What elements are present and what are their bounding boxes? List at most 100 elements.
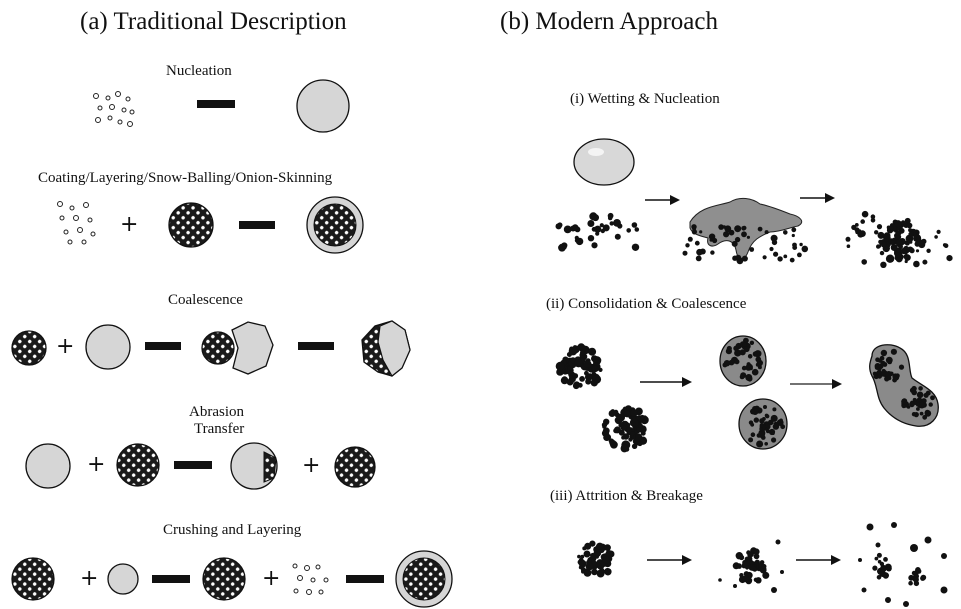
particle [900,220,906,225]
plus-sign: + [80,566,99,591]
particle [733,563,738,568]
particle [629,418,639,427]
plus-sign: + [302,453,321,478]
particle [851,224,857,230]
particle [773,421,779,427]
particle [926,248,931,253]
crushing-row [11,550,453,608]
particle [751,408,759,415]
particle [739,349,746,356]
loose-granule [601,405,649,453]
particle [755,356,762,363]
particle [771,239,778,246]
particle [750,422,755,427]
particle [696,248,703,256]
particle [572,373,579,379]
particle [583,360,592,369]
particle [876,244,881,249]
particle [915,402,921,407]
particle [741,365,747,371]
particle [691,229,698,235]
particle [631,443,638,449]
particle [885,371,892,378]
particle [861,587,867,593]
particle [759,560,765,565]
particle [579,376,585,382]
particle [883,557,888,562]
particle [885,564,891,570]
particle [577,554,581,559]
particle [875,542,881,548]
particle [580,554,585,559]
particle [906,222,913,229]
particle [845,236,851,242]
particle [614,233,621,240]
particle [878,239,883,245]
plus-sign: + [262,566,281,591]
particle [757,361,763,367]
particle [765,414,770,419]
particle [726,345,732,352]
particle [753,553,760,560]
granule [116,443,160,487]
particle [694,240,700,246]
particle [634,227,640,232]
particle [922,259,928,265]
particle [764,230,769,235]
granule [202,557,246,601]
particle [605,569,612,576]
abrasion-row [25,442,376,490]
particle [866,523,874,531]
attrition-label: (iii) Attrition & Breakage [550,488,703,504]
particle [773,251,779,257]
particle [924,536,932,544]
particle [923,392,929,398]
particle [799,242,803,247]
particle [872,565,878,571]
particle [783,254,788,259]
particle [909,401,915,408]
particle [609,439,616,447]
particle [596,569,605,578]
particle [607,215,613,221]
droplet [573,138,635,186]
powder-bed [682,224,809,265]
particle [946,255,953,262]
particle [638,424,643,429]
particle [916,239,924,246]
particle [577,382,583,388]
wet-granule [25,443,71,489]
particle [613,219,621,227]
coating-row [57,196,364,254]
particle [901,398,908,405]
particle [605,550,613,557]
particle [734,225,742,233]
particle [762,571,770,579]
particle [596,542,604,550]
particle [910,544,918,552]
particle [877,231,885,239]
plus-sign: + [87,452,106,477]
particle [942,243,947,247]
particle [695,255,702,262]
particle [881,566,887,572]
particle [563,225,572,234]
particle [603,434,611,441]
particle [601,422,608,428]
particle [936,229,941,234]
particle [890,244,898,251]
particle [589,540,596,547]
particle [626,406,632,412]
particle [621,435,626,440]
plus-sign: + [120,212,139,237]
particle [918,401,926,409]
granule [11,557,55,601]
particle [913,577,919,583]
particle [626,228,631,233]
particle [909,247,915,254]
particle [748,564,756,571]
particle [876,370,881,376]
particle [908,574,915,581]
particle [739,554,745,561]
consolidation-label: (ii) Consolidation & Coalescence [546,296,747,312]
